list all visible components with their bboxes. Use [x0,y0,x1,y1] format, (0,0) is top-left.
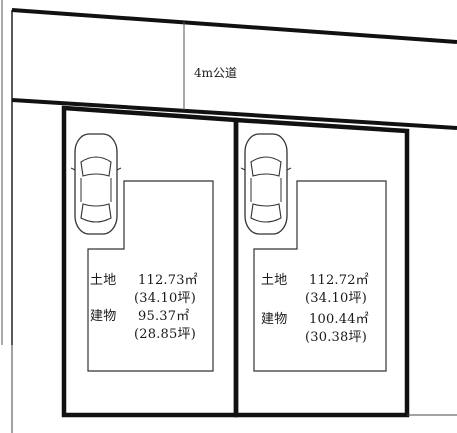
lot-2-building-area: 100.44㎡ [309,312,369,327]
lot-1-land-tsubo: (34.10坪) [134,291,196,306]
road-top-edge [11,8,457,44]
car-1-icon [70,133,122,235]
car-2-icon [240,133,292,235]
lot-2-building-label: 建物 [261,312,288,327]
lot-1-building-area: 95.37㎡ [138,309,190,324]
lot-1-land-label: 土地 [90,273,117,288]
road-bottom-edge [11,98,457,130]
lot-2-building-tsubo: (30.38坪) [305,330,367,345]
building-2-footprint [253,180,387,372]
lot-1-land-area: 112.73㎡ [138,273,198,288]
lot-1-building-label: 建物 [90,309,117,324]
building-1-footprint [87,180,214,372]
lot-2-land-tsubo: (34.10坪) [305,291,367,306]
lot-2-land-label: 土地 [261,273,288,288]
road-label: 4m公道 [194,66,238,80]
lot-2-land-area: 112.72㎡ [309,273,369,288]
lot-1-building-tsubo: (28.85坪) [134,327,196,342]
